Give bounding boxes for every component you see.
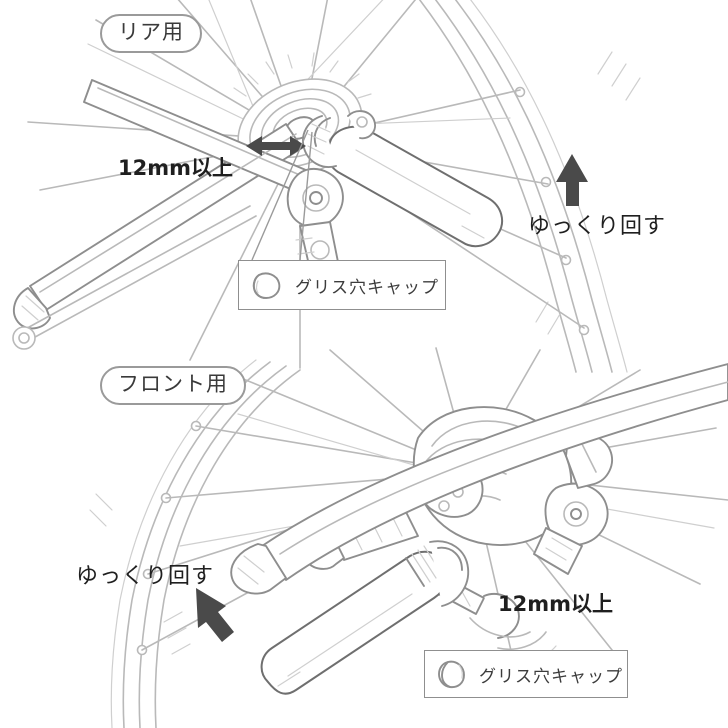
grease-hole-cap-icon [438,660,465,689]
section-label-rear-text: リア用 [118,20,184,44]
front-grease-tube [260,540,470,695]
callout-label-rear: グリス穴キャップ [295,277,439,298]
rear-section-panel: リア用 12mm以上 ゆっくり回す グリス穴キャップ [12,0,667,373]
front-quick-release [533,433,613,575]
callout-grease-cap-rear: グリス穴キャップ [238,260,446,310]
rear-callout-leader [251,129,313,261]
rear-illustration [12,0,641,373]
rotation-label-front: ゆっくり回す [76,564,215,589]
rear-rotation-arrow [556,154,588,206]
callout-label-front: グリス穴キャップ [479,666,623,687]
callout-grease-cap-front: グリス穴キャップ [424,650,628,698]
rear-dimension-arrow [246,136,306,156]
front-illustration [89,347,728,728]
rear-grease-tube [302,110,504,248]
dimension-label-rear: 12mm以上 [118,156,233,180]
rear-wheel-rim [418,0,641,373]
grease-hole-cap-icon [252,272,281,299]
section-label-front-text: フロント用 [118,372,228,396]
front-rotation-arrow [196,588,234,642]
front-wheel-rim [89,359,301,728]
rotation-label-rear: ゆっくり回す [528,214,667,239]
rear-frame-stays [12,79,321,350]
section-label-rear: リア用 [100,14,202,53]
front-section-panel: フロント用 12mm以上 ゆっくり回す グリス穴キャップ [0,347,728,728]
dimension-label-front: 12mm以上 [498,592,613,616]
section-label-front: フロント用 [100,366,246,405]
front-fork-blade [230,363,728,595]
